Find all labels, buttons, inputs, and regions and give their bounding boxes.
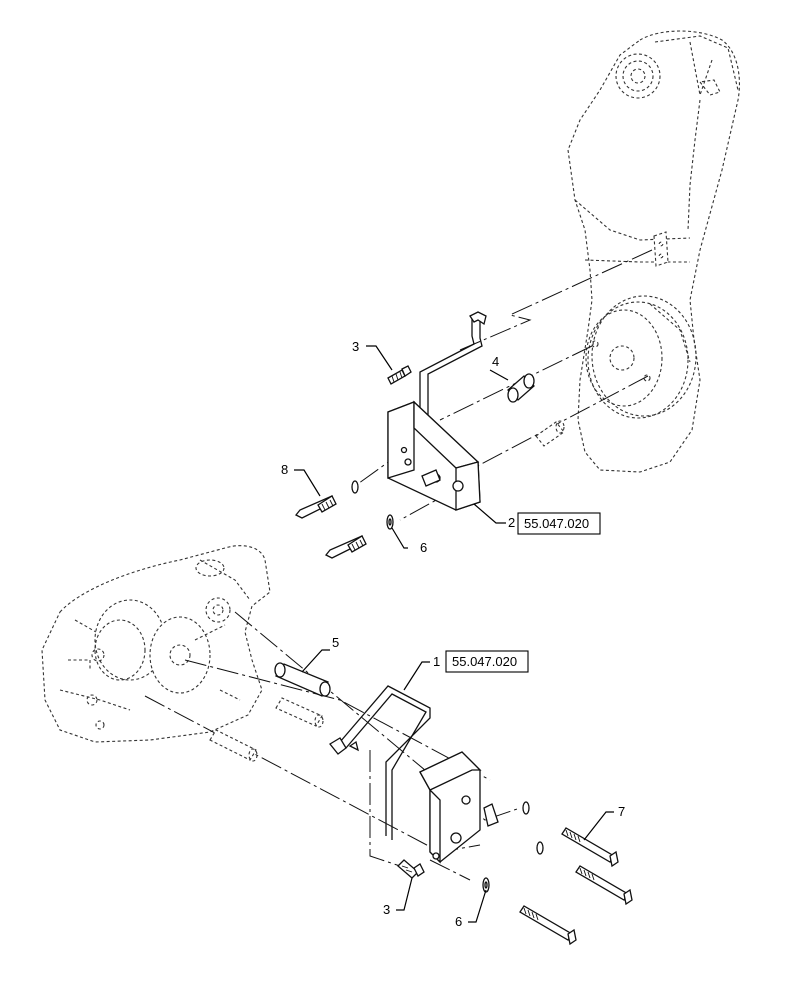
callout-8: 8 <box>281 462 288 477</box>
lower-washer-b <box>536 841 544 855</box>
lower-spacer-5 <box>274 662 331 697</box>
lower-bolt-3 <box>397 859 425 879</box>
upper-bolt-8 <box>294 495 337 519</box>
upper-ghost-lift-arm <box>567 30 740 473</box>
upper-spacer-4 <box>507 373 535 403</box>
upper-mount-block-2 <box>387 400 481 511</box>
upper-washer-6 <box>386 514 394 530</box>
callout-1: 1 <box>433 654 440 669</box>
callout-3-lower: 3 <box>383 902 390 917</box>
lower-bolt-7 <box>561 827 619 868</box>
lower-washer-a <box>522 801 530 815</box>
reference-text-lower: 55.047.020 <box>452 654 517 669</box>
upper-washer-left <box>351 480 359 494</box>
lower-bracket-plate <box>419 751 499 864</box>
upper-spacer-ghost <box>535 420 565 447</box>
reference-box-upper[interactable]: 55.047.020 <box>517 512 601 535</box>
lower-bolt-middle <box>575 865 633 906</box>
upper-bolt-3 <box>387 365 412 385</box>
lower-control-lever-1 <box>329 685 431 840</box>
callout-3-upper: 3 <box>352 339 359 354</box>
callout-4: 4 <box>492 354 499 369</box>
lower-spacer-ghost-b <box>209 729 258 762</box>
callout-5: 5 <box>332 635 339 650</box>
callout-2: 2 <box>508 515 515 530</box>
reference-box-lower[interactable]: 55.047.020 <box>445 650 529 673</box>
lower-spacer-ghost-a <box>275 697 324 728</box>
callout-6-upper: 6 <box>420 540 427 555</box>
callout-6-lower: 6 <box>455 914 462 929</box>
upper-control-lever-rod <box>419 311 487 470</box>
callout-7: 7 <box>618 804 625 819</box>
lower-bolt-bottom <box>519 905 577 946</box>
upper-bolt-lower <box>324 535 367 559</box>
reference-text-upper: 55.047.020 <box>524 516 589 531</box>
lower-ghost-lift-arm <box>41 545 271 743</box>
leader-lines <box>294 345 614 923</box>
lower-washer-6 <box>482 877 490 893</box>
